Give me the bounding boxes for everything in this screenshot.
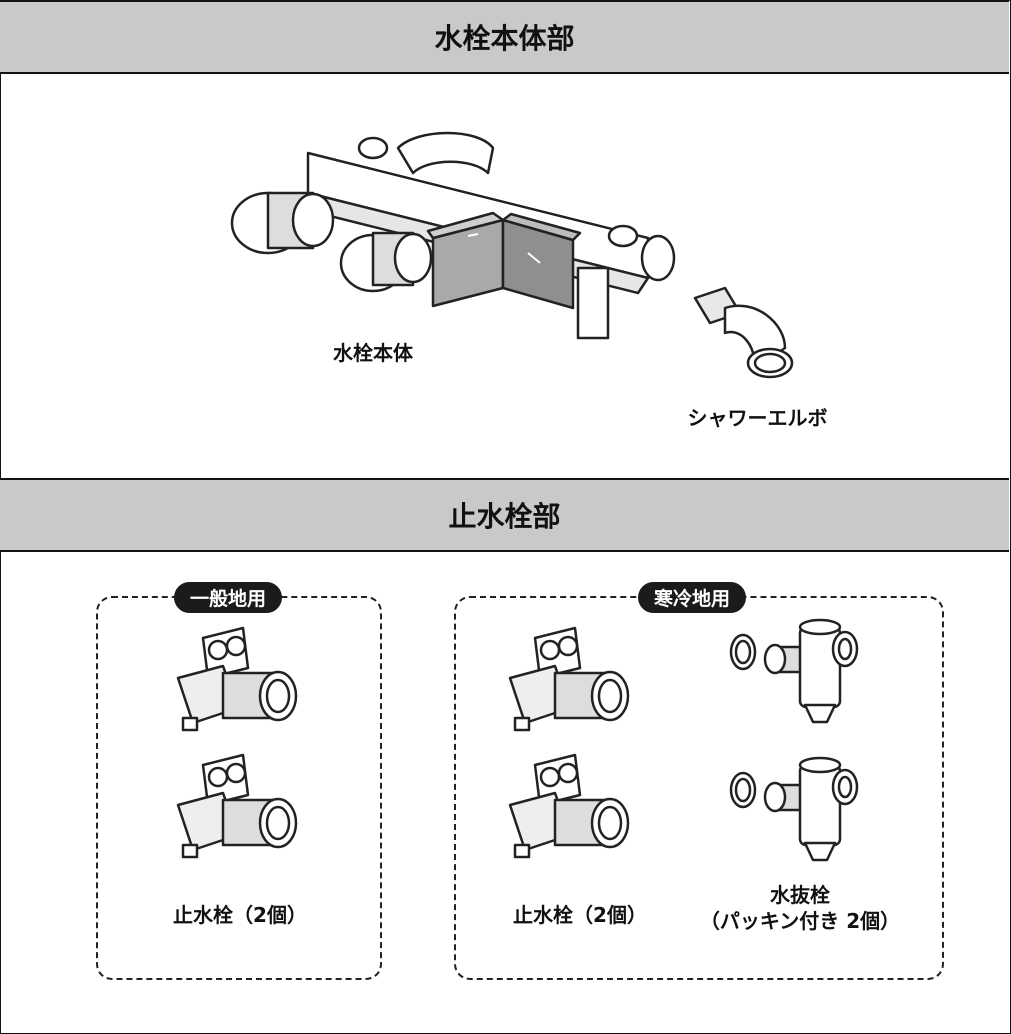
shower-elbow-illustration xyxy=(693,286,794,379)
drain-valve-label-line2: （パッキン付き 2個） xyxy=(699,909,901,933)
section-header-stop-valve: 止水栓部 xyxy=(0,478,1009,552)
group-general-use: 一般地用 xyxy=(96,582,382,980)
drain-valve-icon xyxy=(729,618,859,724)
stop-valve-icon xyxy=(176,626,298,732)
faucet-body-label: 水栓本体 xyxy=(333,341,413,365)
faucet-body-illustration xyxy=(230,131,676,340)
section-title: 水栓本体部 xyxy=(434,22,575,55)
stop-valve-icon xyxy=(508,753,630,859)
drain-valve-label-line1: 水抜栓 xyxy=(770,883,830,907)
section-title: 止水栓部 xyxy=(448,500,561,533)
group-tag-cold: 寒冷地用 xyxy=(638,582,747,613)
group-cold-region: 寒冷地用 xyxy=(454,582,944,980)
cold-stop-valve-label: 止水栓（2個） xyxy=(513,903,647,927)
stop-valve-icon xyxy=(176,753,298,859)
general-stop-valve-label: 止水栓（2個） xyxy=(173,903,307,927)
group-tag-general: 一般地用 xyxy=(174,582,283,613)
drain-valve-icon xyxy=(729,756,859,862)
stop-valve-icon xyxy=(508,626,630,732)
shower-elbow-label: シャワーエルボ xyxy=(687,406,828,430)
section-header-faucet-body: 水栓本体部 xyxy=(0,0,1009,74)
